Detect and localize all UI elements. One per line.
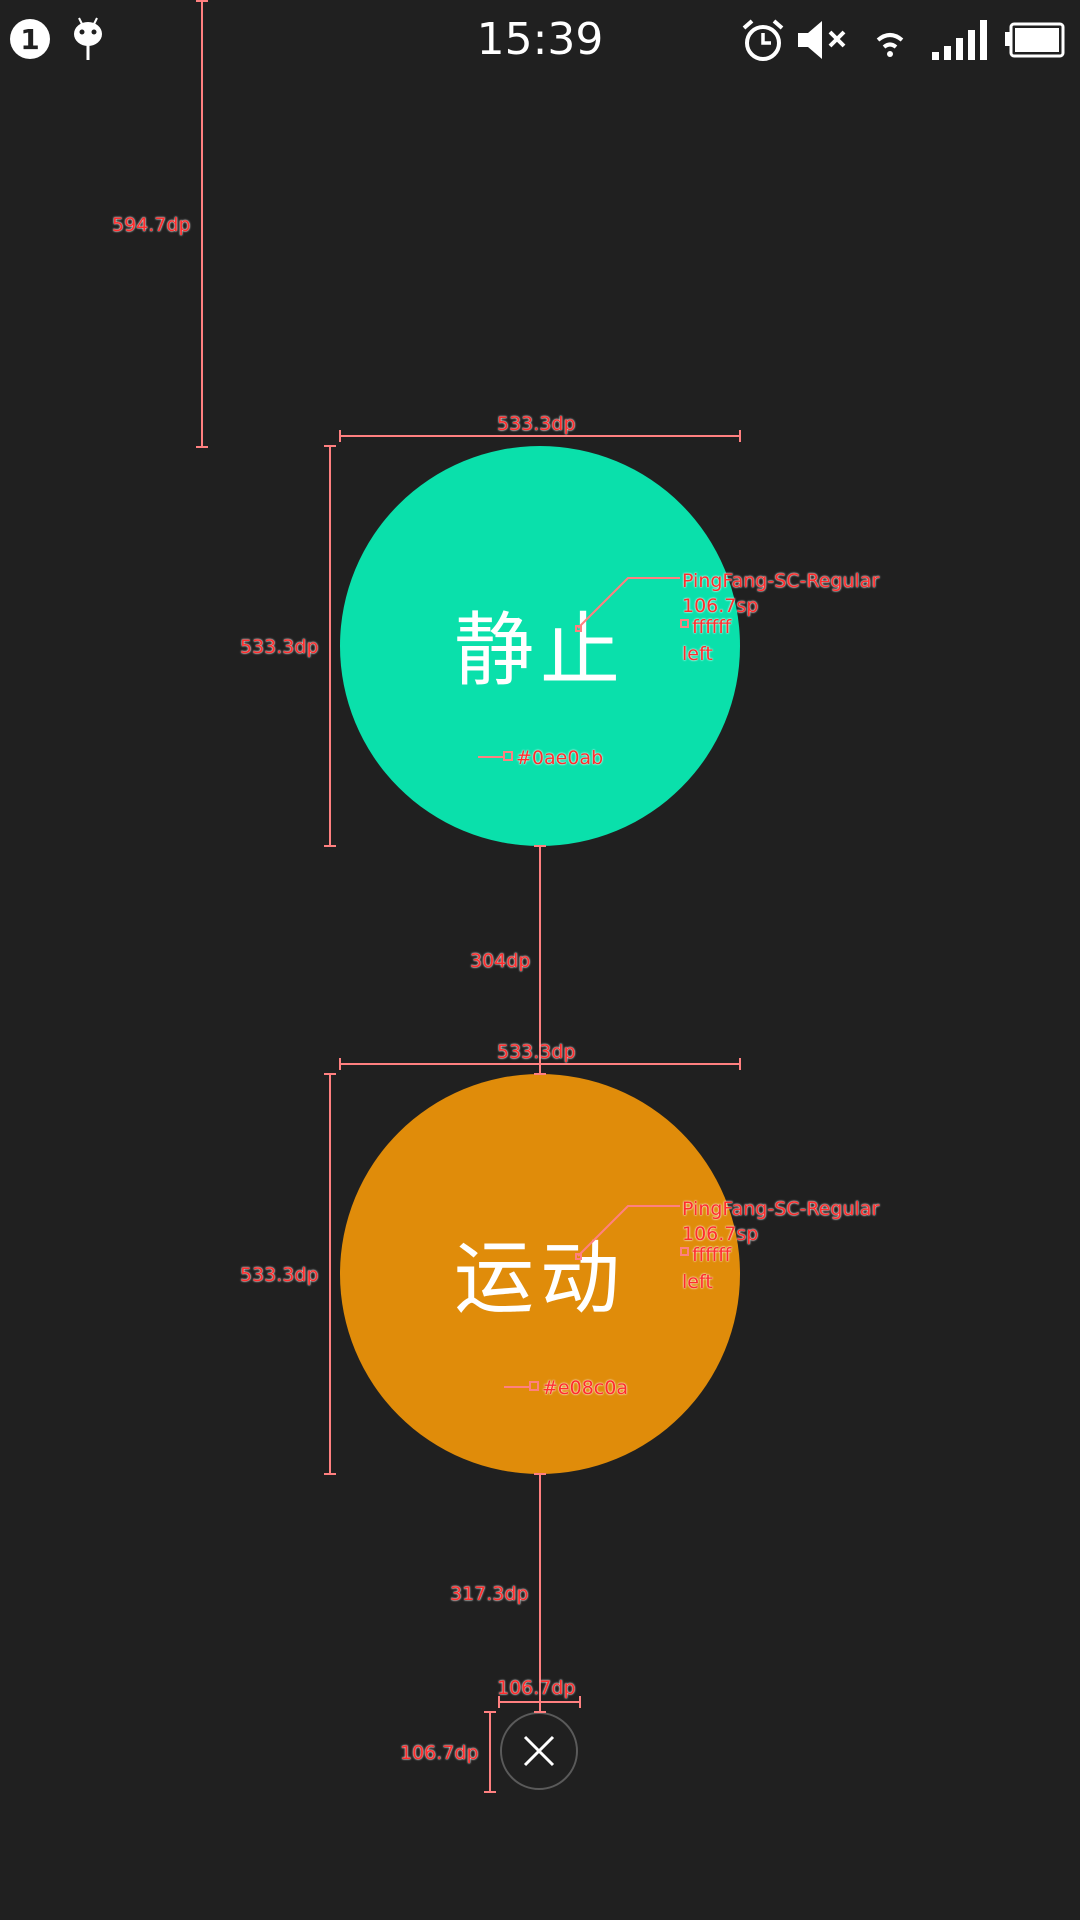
annotation-moving-size: 106.7sp — [682, 1223, 759, 1245]
annotation-static-size: 106.7sp — [682, 595, 759, 617]
wifi-icon — [876, 33, 904, 57]
android-debug-icon — [74, 17, 102, 60]
annotation-static-fill: #0ae0ab — [516, 747, 604, 769]
alarm-icon — [742, 19, 784, 61]
static-mode-label: 静止 — [454, 604, 626, 697]
annotation-static-align: left — [682, 643, 713, 665]
annotation-static-height: 533.3dp — [240, 636, 319, 658]
battery-icon — [1005, 22, 1065, 58]
close-button[interactable] — [500, 1712, 578, 1790]
annotation-top-gap: 594.7dp — [112, 214, 191, 236]
annotation-moving-text-color: ffffff — [692, 1244, 732, 1266]
annotation-static-font: PingFang-SC-Regular — [682, 570, 880, 592]
annotation-middle-gap: 304dp — [470, 950, 531, 972]
annotation-static-width: 533.3dp — [497, 413, 576, 435]
notification-count-badge: 1 — [10, 19, 50, 59]
mute-icon — [798, 21, 846, 59]
moving-mode-label: 运动 — [454, 1232, 626, 1325]
annotation-moving-font: PingFang-SC-Regular — [682, 1198, 880, 1220]
annotation-static-text-color: ffffff — [692, 616, 732, 638]
annotation-moving-fill: #e08c0a — [542, 1377, 628, 1399]
status-bar: 1 15:39 — [0, 0, 1080, 80]
annotation-moving-height: 533.3dp — [240, 1264, 319, 1286]
signal-icon — [932, 20, 987, 60]
annotation-bottom-gap: 317.3dp — [450, 1583, 529, 1605]
status-time: 15:39 — [476, 14, 604, 65]
static-mode-button[interactable]: 静止 — [340, 446, 740, 846]
annotation-close-width: 106.7dp — [497, 1677, 576, 1699]
moving-mode-button[interactable]: 运动 — [340, 1074, 740, 1474]
annotation-moving-align: left — [682, 1271, 713, 1293]
annotation-moving-width: 533.3dp — [497, 1041, 576, 1063]
annotation-close-height: 106.7dp — [400, 1742, 479, 1764]
close-icon — [523, 1735, 555, 1767]
